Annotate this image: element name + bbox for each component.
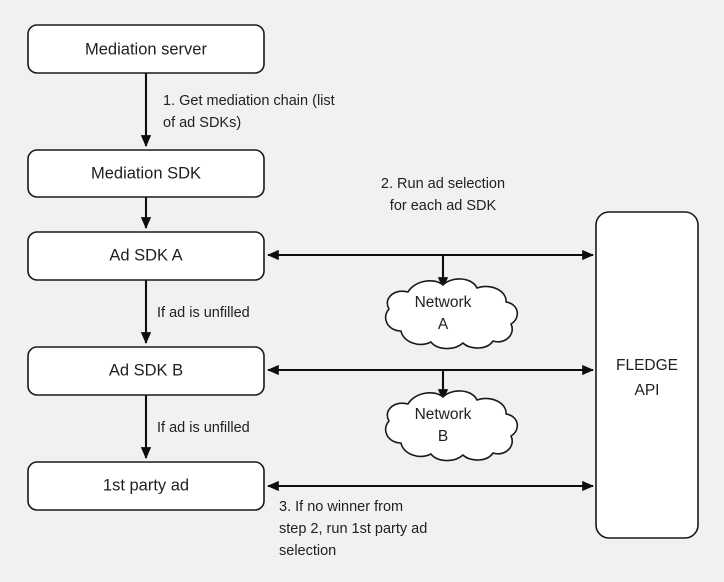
node-ad-sdk-a[interactable] bbox=[27, 231, 265, 281]
edge-label-step3-line3: selection bbox=[279, 543, 336, 559]
cloud-network-b-label-line2: B bbox=[438, 428, 448, 445]
cloud-network-b[interactable] bbox=[384, 390, 519, 462]
node-mediation-server[interactable] bbox=[27, 24, 265, 74]
node-mediation-sdk-label: Mediation SDK bbox=[91, 164, 201, 182]
node-mediation-server-label: Mediation server bbox=[85, 40, 207, 58]
cloud-network-b-label-line1: Network bbox=[415, 406, 472, 423]
node-fledge-api-label-line2: API bbox=[635, 382, 660, 399]
edge-label-step2-line2: for each ad SDK bbox=[390, 198, 497, 214]
node-ad-sdk-b[interactable] bbox=[27, 346, 265, 396]
edge-label-unfilled-a: If ad is unfilled bbox=[157, 305, 250, 321]
edge-label-step3-line1: 3. If no winner from bbox=[279, 499, 403, 515]
edge-label-step1-line1: 1. Get mediation chain (list bbox=[163, 93, 335, 109]
node-ad-sdk-b-label: Ad SDK B bbox=[109, 361, 183, 379]
node-mediation-sdk[interactable] bbox=[27, 149, 265, 198]
node-first-party-ad[interactable] bbox=[27, 461, 265, 511]
edge-label-unfilled-b: If ad is unfilled bbox=[157, 420, 250, 436]
edge-label-step1-line2: of ad SDKs) bbox=[163, 115, 241, 131]
cloud-network-a-label-line2: A bbox=[438, 316, 449, 333]
cloud-network-a-label-line1: Network bbox=[415, 294, 472, 311]
node-fledge-api[interactable] bbox=[595, 211, 699, 539]
node-first-party-ad-label: 1st party ad bbox=[103, 476, 189, 494]
edge-label-step2-line1: 2. Run ad selection bbox=[381, 176, 505, 192]
cloud-network-a[interactable] bbox=[384, 278, 519, 350]
edge-label-step3-line2: step 2, run 1st party ad bbox=[279, 521, 427, 537]
node-fledge-api-label-line1: FLEDGE bbox=[616, 357, 678, 374]
node-ad-sdk-a-label: Ad SDK A bbox=[109, 246, 182, 264]
